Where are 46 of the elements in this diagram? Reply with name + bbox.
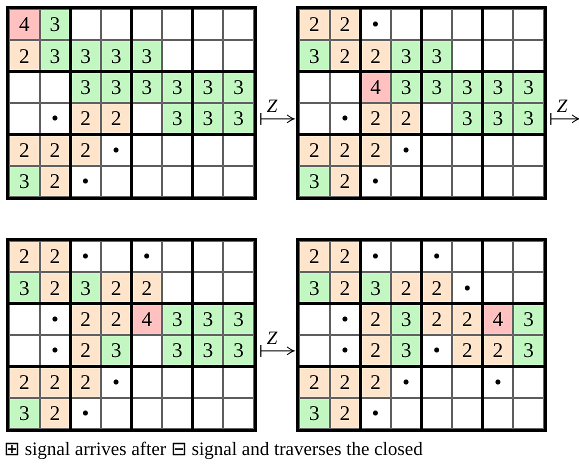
- grid-cell: 3: [299, 272, 330, 304]
- grid-cell: 3: [9, 272, 40, 304]
- grid-cell: •: [421, 241, 452, 272]
- grid-cell: •: [360, 166, 391, 198]
- grid-cell: 2: [40, 241, 70, 272]
- grid-cell: 2: [40, 166, 70, 198]
- grid-cell: 3: [513, 335, 544, 367]
- grid-cell: 3: [513, 103, 544, 135]
- grid-cell: 3: [223, 335, 254, 367]
- grid-cell: •: [360, 9, 391, 40]
- grid-cell: 2: [9, 134, 40, 166]
- grid-cell: 2: [299, 134, 330, 166]
- grid-cell: 2: [330, 398, 360, 430]
- caption: ⊞ signal arrives after ⊟ signal and traverses the closed: [4, 438, 423, 461]
- grid-board: [6, 238, 257, 432]
- grid-cell: 3: [9, 166, 40, 198]
- grid-board: [296, 6, 547, 200]
- grid-cell: 2: [299, 241, 330, 272]
- grid-cell: 2: [9, 366, 40, 398]
- grid-cell: 2: [299, 366, 330, 398]
- grid-cell: 3: [299, 166, 330, 198]
- grid-cell: •: [131, 241, 162, 272]
- grid-cell: •: [70, 241, 101, 272]
- grid-cell: 3: [299, 40, 330, 72]
- grid-cell: 3: [299, 398, 330, 430]
- grid-cell: 2: [330, 166, 360, 198]
- grid-cell: 3: [40, 9, 70, 40]
- grid-cell: 2: [299, 9, 330, 40]
- grid-cell: 3: [223, 72, 254, 104]
- grid-cell: •: [70, 398, 101, 430]
- grid-cell: •: [360, 398, 391, 430]
- grid-cell: 3: [223, 304, 254, 336]
- grid-cell: •: [70, 166, 101, 198]
- grid-cell: 3: [513, 72, 544, 104]
- grid-cell: 2: [330, 241, 360, 272]
- grid-board: [296, 238, 547, 432]
- grid-cell: 4: [9, 9, 40, 40]
- grid-cell: •: [360, 241, 391, 272]
- grid-cell: 2: [40, 398, 70, 430]
- grid-cell: 2: [9, 40, 40, 72]
- grid-cell: 3: [513, 304, 544, 336]
- grid-cell: 2: [9, 241, 40, 272]
- grid-board: [6, 6, 257, 200]
- grid-cell: 3: [223, 103, 254, 135]
- grid-cell: 3: [9, 398, 40, 430]
- grid-cell: 2: [330, 9, 360, 40]
